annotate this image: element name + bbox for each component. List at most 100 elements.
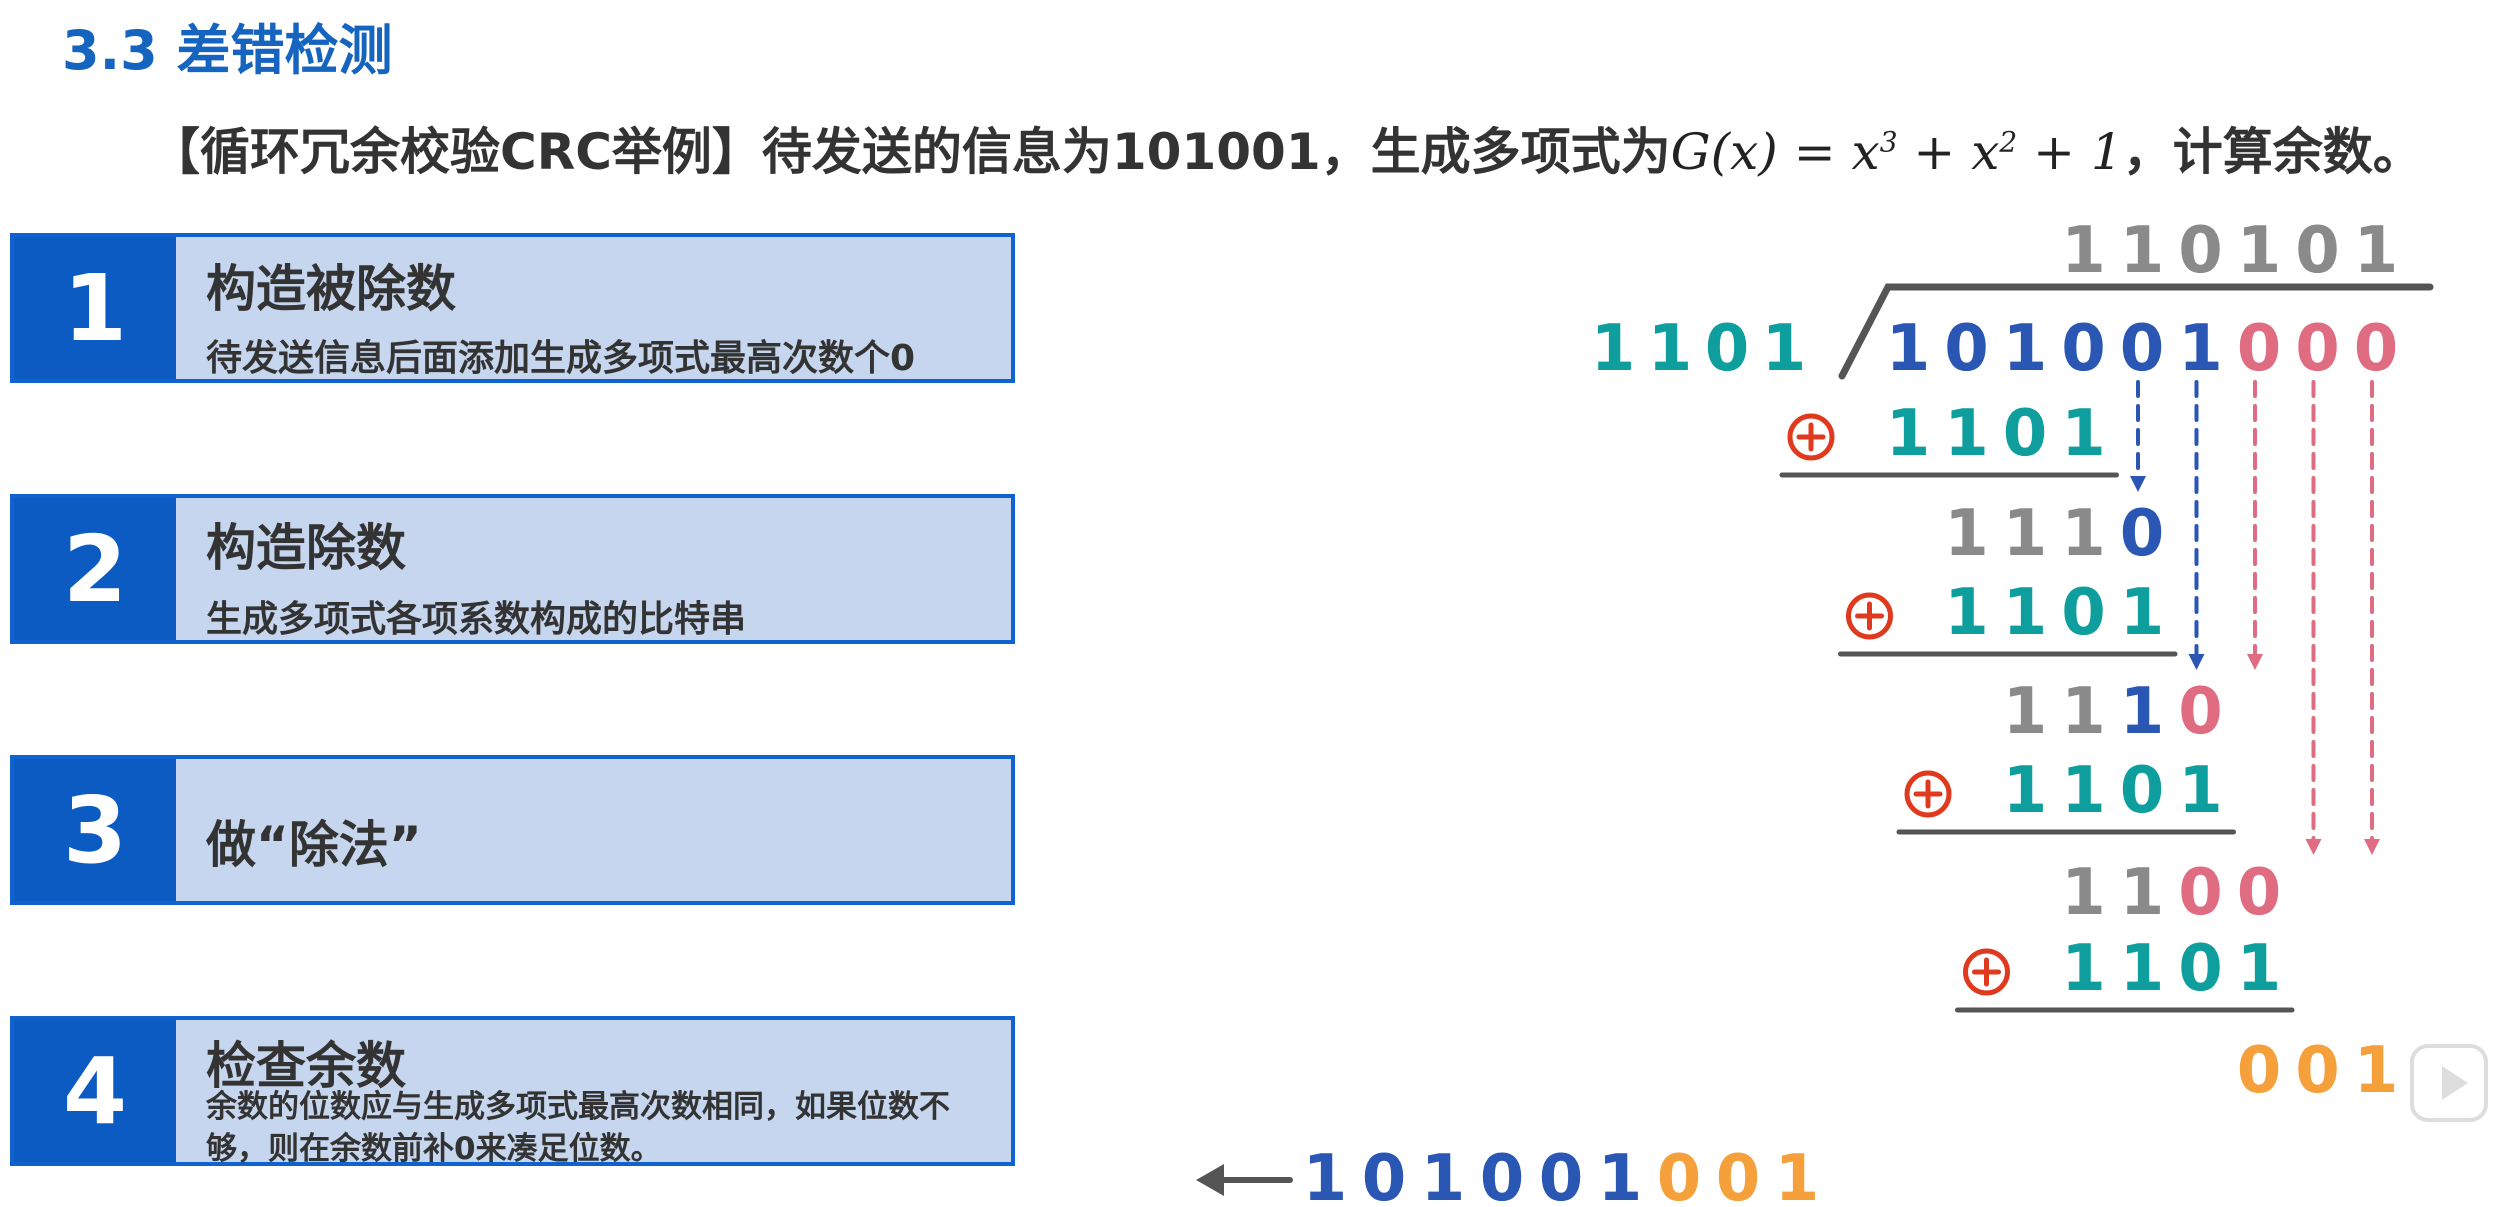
arrowhead bbox=[2188, 654, 2205, 670]
partial-digit: 1 bbox=[2003, 675, 2048, 749]
step-title: 做“除法” bbox=[206, 816, 422, 874]
division-bracket bbox=[1838, 283, 2434, 380]
formula-plus-1: + bbox=[1897, 123, 1972, 181]
partial-digit: 0 bbox=[2178, 856, 2223, 930]
dividend-digit: 1 bbox=[2003, 312, 2048, 386]
subtrahend-digit: 1 bbox=[2003, 576, 2048, 650]
send-arrow-icon-head bbox=[1196, 1164, 1224, 1196]
generator-polynomial: G(x) = x3 + x2 + 1 bbox=[1671, 123, 2123, 181]
problem-prefix: 【循环冗余校验CRC举例】待发送的信息为101001，生成多项式为 bbox=[150, 123, 1671, 181]
step-description: 余数的位数应与生成多项式最高次数相同，如果位数不够，则在余数前补0来凑足位数。 bbox=[206, 1089, 950, 1167]
partial-digit: 1 bbox=[2061, 675, 2106, 749]
xor-icon bbox=[1963, 948, 2010, 996]
step-title: 检查余数 bbox=[206, 1037, 406, 1095]
subtrahend-digit: 1 bbox=[2003, 754, 2048, 828]
quotient-digit: 0 bbox=[2178, 214, 2223, 288]
subtrahend-digit: 1 bbox=[2061, 754, 2106, 828]
partial-digit: 1 bbox=[2061, 856, 2106, 930]
divisor-digit: 1 bbox=[1591, 312, 1636, 386]
subtrahend-digit: 1 bbox=[2178, 754, 2223, 828]
dividend-digit: 1 bbox=[1886, 312, 1931, 386]
dividend-digit: 0 bbox=[2061, 312, 2106, 386]
partial-digit: 1 bbox=[2003, 497, 2048, 571]
subtrahend-digit: 0 bbox=[2003, 397, 2048, 471]
padding-digit: 0 bbox=[2295, 312, 2340, 386]
dividend-digit: 0 bbox=[1944, 312, 1989, 386]
codeword-digit: 1 bbox=[1775, 1142, 1820, 1207]
quotient-digit: 1 bbox=[2120, 214, 2165, 288]
play-icon[interactable] bbox=[2410, 1044, 2488, 1122]
subtrahend-digit: 0 bbox=[2061, 576, 2106, 650]
divisor-digit: 0 bbox=[1705, 312, 1750, 386]
quotient-digit: 1 bbox=[2354, 214, 2399, 288]
partial-digit: 0 bbox=[2120, 497, 2165, 571]
formula-x2-exp: 2 bbox=[1999, 125, 2018, 159]
partial-digit: 0 bbox=[2237, 856, 2282, 930]
step-title: 构造被除数 bbox=[206, 260, 456, 318]
subtrahend-digit: 1 bbox=[2120, 932, 2165, 1006]
step-number: 3 bbox=[14, 759, 176, 901]
problem-suffix: ，计算余数。 bbox=[2122, 123, 2423, 181]
codeword-digit: 1 bbox=[1421, 1142, 1466, 1207]
subtrahend-digit: 1 bbox=[2120, 576, 2165, 650]
step-2-box: 2 构造除数 生成多项式各项系数构成的比特串 bbox=[10, 494, 1015, 644]
divisor-digit: 1 bbox=[1648, 312, 1693, 386]
divisor-digit: 1 bbox=[1762, 312, 1807, 386]
partial-digit: 0 bbox=[2178, 675, 2223, 749]
step-title: 构造除数 bbox=[206, 519, 406, 577]
codeword-digit: 0 bbox=[1362, 1142, 1407, 1207]
quotient-digit: 1 bbox=[2237, 214, 2282, 288]
padding-digit: 0 bbox=[2237, 312, 2282, 386]
padding-digit: 0 bbox=[2354, 312, 2399, 386]
arrowhead bbox=[2130, 476, 2146, 492]
formula-x2-base: x bbox=[1971, 123, 2000, 181]
step-description: 待发送信息后面添加生成多项式最高次数个0 bbox=[206, 338, 916, 379]
dividend-digit: 0 bbox=[2120, 312, 2165, 386]
step-number: 4 bbox=[14, 1020, 176, 1162]
arrowhead bbox=[2305, 839, 2322, 855]
arrowhead bbox=[2364, 839, 2380, 855]
subtrahend-digit: 1 bbox=[1944, 397, 1989, 471]
step-4-box: 4 检查余数 余数的位数应与生成多项式最高次数相同，如果位数不够，则在余数前补0… bbox=[10, 1016, 1015, 1167]
arrowhead bbox=[2247, 654, 2263, 670]
dividend-digit: 1 bbox=[2178, 312, 2223, 386]
subtrahend-digit: 1 bbox=[2061, 397, 2106, 471]
formula-x3-base: x bbox=[1851, 123, 1880, 181]
subtrahend-digit: 0 bbox=[2178, 932, 2223, 1006]
subtrahend-digit: 0 bbox=[2120, 754, 2165, 828]
step-1-box: 1 构造被除数 待发送信息后面添加生成多项式最高次数个0 bbox=[10, 233, 1015, 383]
remainder-digit: 1 bbox=[2354, 1034, 2399, 1108]
formula-equals: = bbox=[1777, 123, 1852, 181]
codeword-digit: 1 bbox=[1303, 1142, 1348, 1207]
step-number: 2 bbox=[14, 498, 176, 640]
formula-x3-exp: 3 bbox=[1879, 125, 1898, 159]
subtrahend-digit: 1 bbox=[2237, 932, 2282, 1006]
step-description: 生成多项式各项系数构成的比特串 bbox=[206, 599, 747, 640]
quotient-digit: 0 bbox=[2295, 214, 2340, 288]
problem-statement: 【循环冗余校验CRC举例】待发送的信息为101001，生成多项式为G(x) = … bbox=[150, 112, 2423, 184]
codeword-digit: 0 bbox=[1480, 1142, 1525, 1207]
formula-g: G(x) bbox=[1670, 123, 1778, 181]
xor-icon bbox=[1787, 413, 1835, 461]
codeword-digit: 0 bbox=[1716, 1142, 1761, 1207]
partial-digit: 1 bbox=[2120, 856, 2165, 930]
formula-one: 1 bbox=[2090, 123, 2123, 181]
codeword-digit: 0 bbox=[1539, 1142, 1584, 1207]
remainder-digit: 0 bbox=[2237, 1034, 2282, 1108]
subtrahend-digit: 1 bbox=[1886, 397, 1931, 471]
partial-digit: 1 bbox=[2120, 675, 2165, 749]
step-number: 1 bbox=[14, 237, 176, 379]
partial-digit: 1 bbox=[1944, 497, 1989, 571]
remainder-digit: 0 bbox=[2295, 1034, 2340, 1108]
step-3-box: 3 做“除法” bbox=[10, 755, 1015, 905]
quotient-digit: 1 bbox=[2061, 214, 2106, 288]
subtrahend-digit: 1 bbox=[1944, 576, 1989, 650]
subtrahend-digit: 1 bbox=[2061, 932, 2106, 1006]
codeword-digit: 0 bbox=[1657, 1142, 1702, 1207]
formula-plus-2: + bbox=[2017, 123, 2091, 181]
xor-icon bbox=[1846, 592, 1893, 640]
section-heading: 3.3 差错检测 bbox=[62, 19, 393, 82]
codeword-digit: 1 bbox=[1598, 1142, 1643, 1207]
partial-digit: 1 bbox=[2061, 497, 2106, 571]
